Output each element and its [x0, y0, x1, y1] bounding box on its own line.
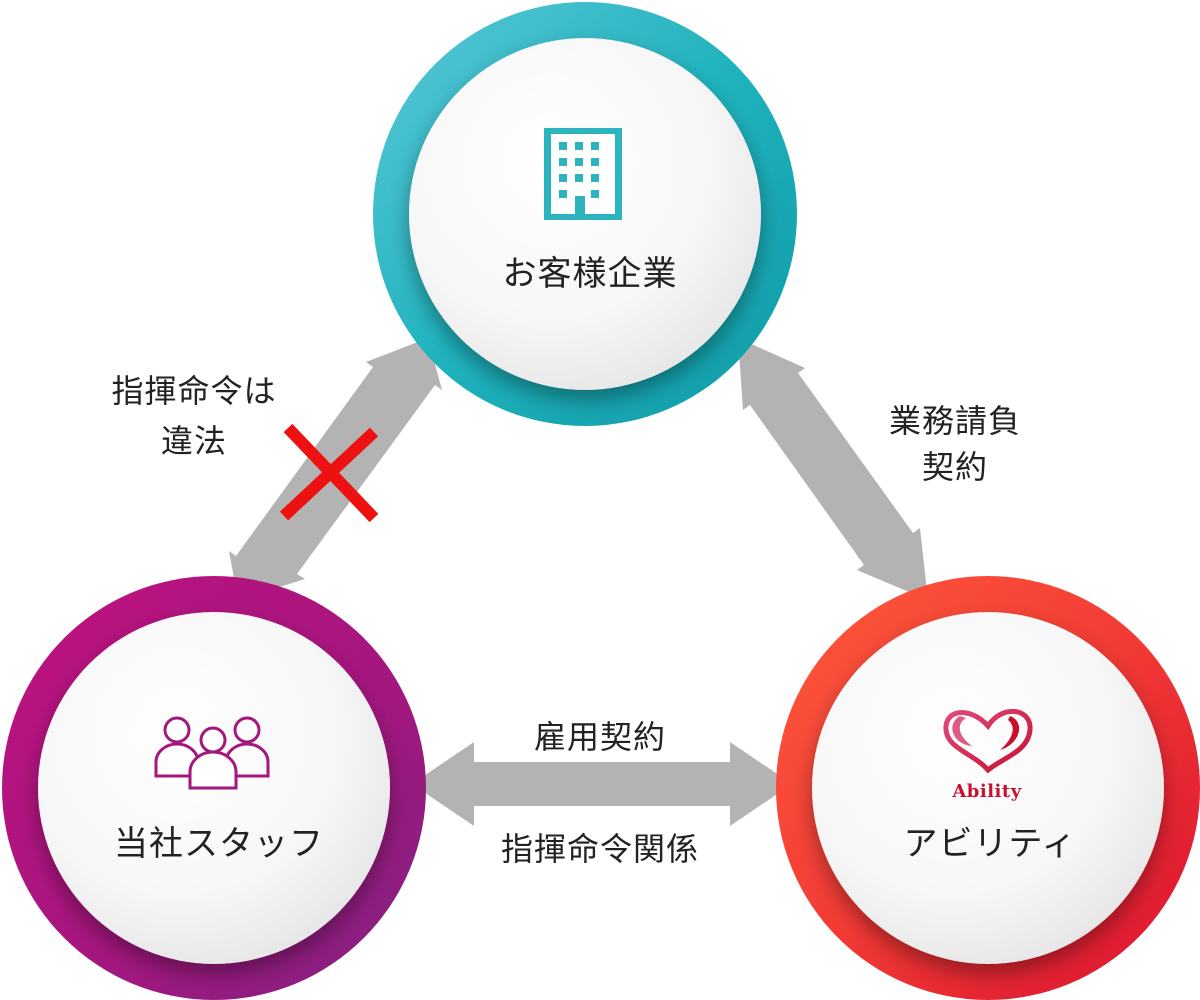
people-group-icon [154, 716, 270, 790]
node-client: お客様企業 [373, 2, 797, 426]
node-label-ability: アビリティ [904, 824, 1077, 864]
edge-label-client-staff-line2: 違法 [161, 422, 227, 460]
node-label-client: お客様企業 [503, 254, 678, 294]
red-cross-icon [279, 423, 379, 523]
arrow-staff-ability [412, 742, 792, 826]
edge-label-client-staff-line1: 指揮命令は [111, 372, 276, 410]
ability-heart-logo: Ability [943, 708, 1033, 802]
node-staff: 当社スタッフ [2, 576, 426, 1000]
office-building-icon [544, 128, 622, 220]
node-ability: Ability アビリティ [776, 576, 1200, 1000]
arrow-client-ability [738, 338, 928, 600]
edge-label-client-ability-line1: 業務請負 [889, 402, 1021, 440]
edge-label-staff-ability-top: 雇用契約 [534, 718, 666, 756]
edge-label-staff-ability-bottom: 指揮命令関係 [501, 830, 699, 868]
node-label-staff: 当社スタッフ [114, 824, 324, 864]
edge-label-client-ability-line2: 契約 [922, 448, 988, 486]
disc-ability [812, 612, 1164, 964]
ability-logo-text: Ability [951, 781, 1021, 802]
